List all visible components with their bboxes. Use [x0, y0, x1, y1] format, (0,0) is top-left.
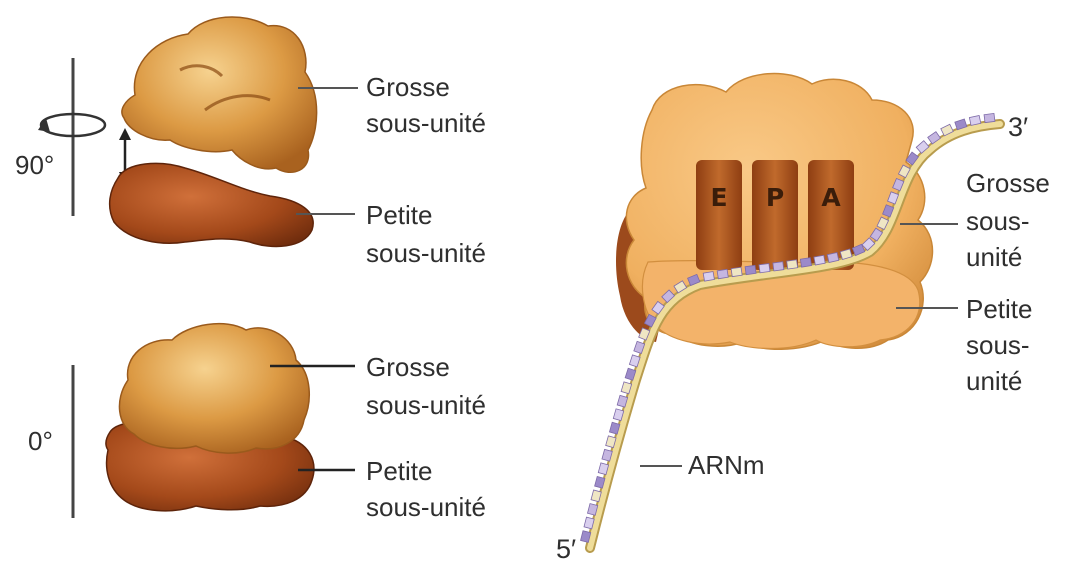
large-subunit-label-line2: sous-unité	[366, 106, 486, 140]
ribosome-90deg	[38, 17, 358, 246]
small-subunit-90-shape	[110, 163, 314, 246]
angle-90-label: 90°	[15, 148, 54, 182]
codon-mark	[759, 264, 770, 273]
small-subunit-label-line2: sous-unité	[366, 236, 486, 270]
site-A-label: A	[821, 183, 841, 212]
codon-mark	[731, 267, 742, 276]
three-prime-end-label: 3′	[1008, 110, 1028, 144]
codon-mark	[814, 255, 825, 265]
large-subunit-90-shape	[122, 17, 317, 172]
five-prime-end-label: 5′	[556, 532, 576, 566]
codon-mark	[984, 113, 995, 122]
angle-0-label: 0°	[28, 424, 53, 458]
large-subunit-label-line2: sous-unité	[366, 388, 486, 422]
codon-mark	[773, 262, 784, 271]
codon-mark	[800, 258, 811, 267]
large-subunit-label-line1: Grosse	[966, 166, 1050, 200]
codon-mark	[703, 272, 714, 282]
small-subunit-label-line2: sous-unité	[366, 490, 486, 524]
codon-mark	[969, 116, 980, 126]
mrna-label: ARNm	[688, 448, 765, 482]
large-subunit-0-shape	[119, 324, 309, 453]
small-subunit-label-line2: sous-	[966, 328, 1030, 362]
codon-mark	[745, 265, 756, 274]
small-subunit-label-line3: unité	[966, 364, 1022, 398]
small-subunit-label-line1: Petite	[366, 198, 433, 232]
ribosome-translation: E P A	[581, 74, 1000, 548]
large-subunit-label-line1: Grosse	[366, 70, 450, 104]
site-P: P	[752, 160, 798, 270]
large-subunit-label-line1: Grosse	[366, 350, 450, 384]
large-subunit-label-line2: sous-	[966, 204, 1030, 238]
small-subunit-label-line1: Petite	[966, 292, 1033, 326]
large-subunit-label-line3: unité	[966, 240, 1022, 274]
small-subunit-label-line1: Petite	[366, 454, 433, 488]
codon-mark	[717, 269, 728, 278]
site-P-label: P	[766, 183, 784, 212]
site-E-label: E	[710, 183, 727, 212]
codon-mark	[787, 260, 798, 269]
ribosome-0deg	[73, 324, 355, 518]
site-E: E	[696, 160, 742, 270]
codon-mark	[827, 253, 838, 263]
